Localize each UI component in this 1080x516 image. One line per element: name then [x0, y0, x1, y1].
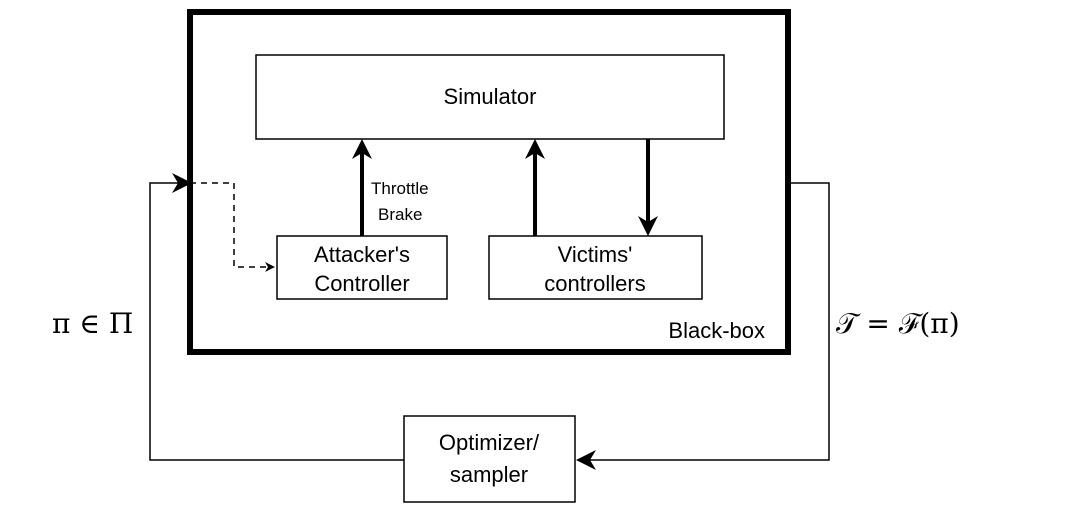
- simulator-box: [255, 54, 725, 140]
- attacker-controller-box: [276, 235, 448, 300]
- victims-controllers-box: [488, 235, 703, 300]
- blackbox-label: Black-box: [668, 318, 765, 343]
- attacker-controller-label-line2: Controller: [314, 271, 409, 296]
- trajectory-output-line: [576, 182, 830, 470]
- simulator-label: Simulator: [444, 84, 537, 109]
- victims-controllers-label-line2: controllers: [544, 271, 645, 296]
- optimizer-box: [403, 415, 576, 503]
- policy-input-dashed-line: [190, 182, 275, 272]
- optimizer-label-line2: sampler: [450, 462, 528, 487]
- attacker-controller-label-line1: Attacker's: [314, 242, 410, 267]
- policy-feedback-line: [149, 173, 404, 461]
- optimizer-label-line1: Optimizer/: [439, 430, 540, 455]
- throttle-label: Throttle: [371, 179, 429, 198]
- trajectory-label: 𝒯 = ℱ(π): [836, 307, 960, 340]
- brake-label: Brake: [378, 205, 422, 224]
- victims-controllers-label-line1: Victims': [558, 242, 633, 267]
- policy-label: π ∈ Π: [52, 307, 133, 340]
